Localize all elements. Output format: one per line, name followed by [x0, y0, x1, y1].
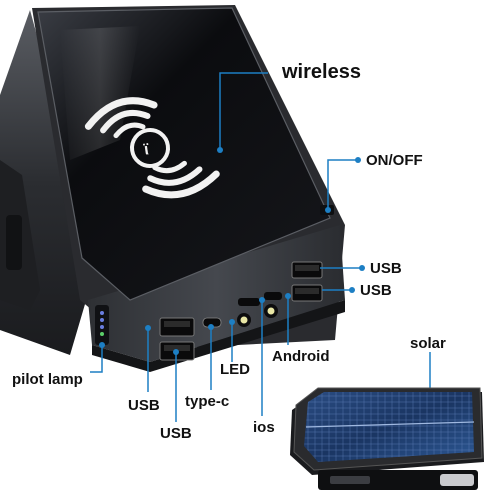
- solar-panel-inset: [290, 387, 484, 490]
- label-usb-bottom-1: USB: [128, 397, 160, 414]
- label-pilot-lamp: pilot lamp: [12, 371, 83, 388]
- ports: [159, 261, 323, 361]
- leader-dots: [99, 147, 433, 415]
- power-bank-left-side: [0, 10, 98, 355]
- pilot-lamp-indicator: [95, 305, 109, 345]
- label-usb-right-1: USB: [370, 260, 402, 277]
- label-android: Android: [272, 348, 330, 365]
- label-wireless: wireless: [282, 61, 361, 83]
- label-usb-bottom-2: USB: [160, 425, 192, 442]
- micro-usb-android-port: [238, 298, 260, 306]
- wifi-wave-icon: [84, 97, 220, 199]
- label-on-off: ON/OFF: [366, 152, 423, 169]
- label-led: LED: [220, 361, 250, 378]
- label-solar: solar: [410, 335, 446, 352]
- label-ios: ios: [253, 419, 275, 436]
- label-type-c: type-c: [185, 393, 230, 410]
- wireless-charging-icon: ϊ: [84, 97, 220, 199]
- label-usb-right-2: USB: [360, 282, 392, 299]
- lightning-ios-port: [264, 292, 282, 300]
- svg-text:ϊ: ϊ: [142, 141, 150, 159]
